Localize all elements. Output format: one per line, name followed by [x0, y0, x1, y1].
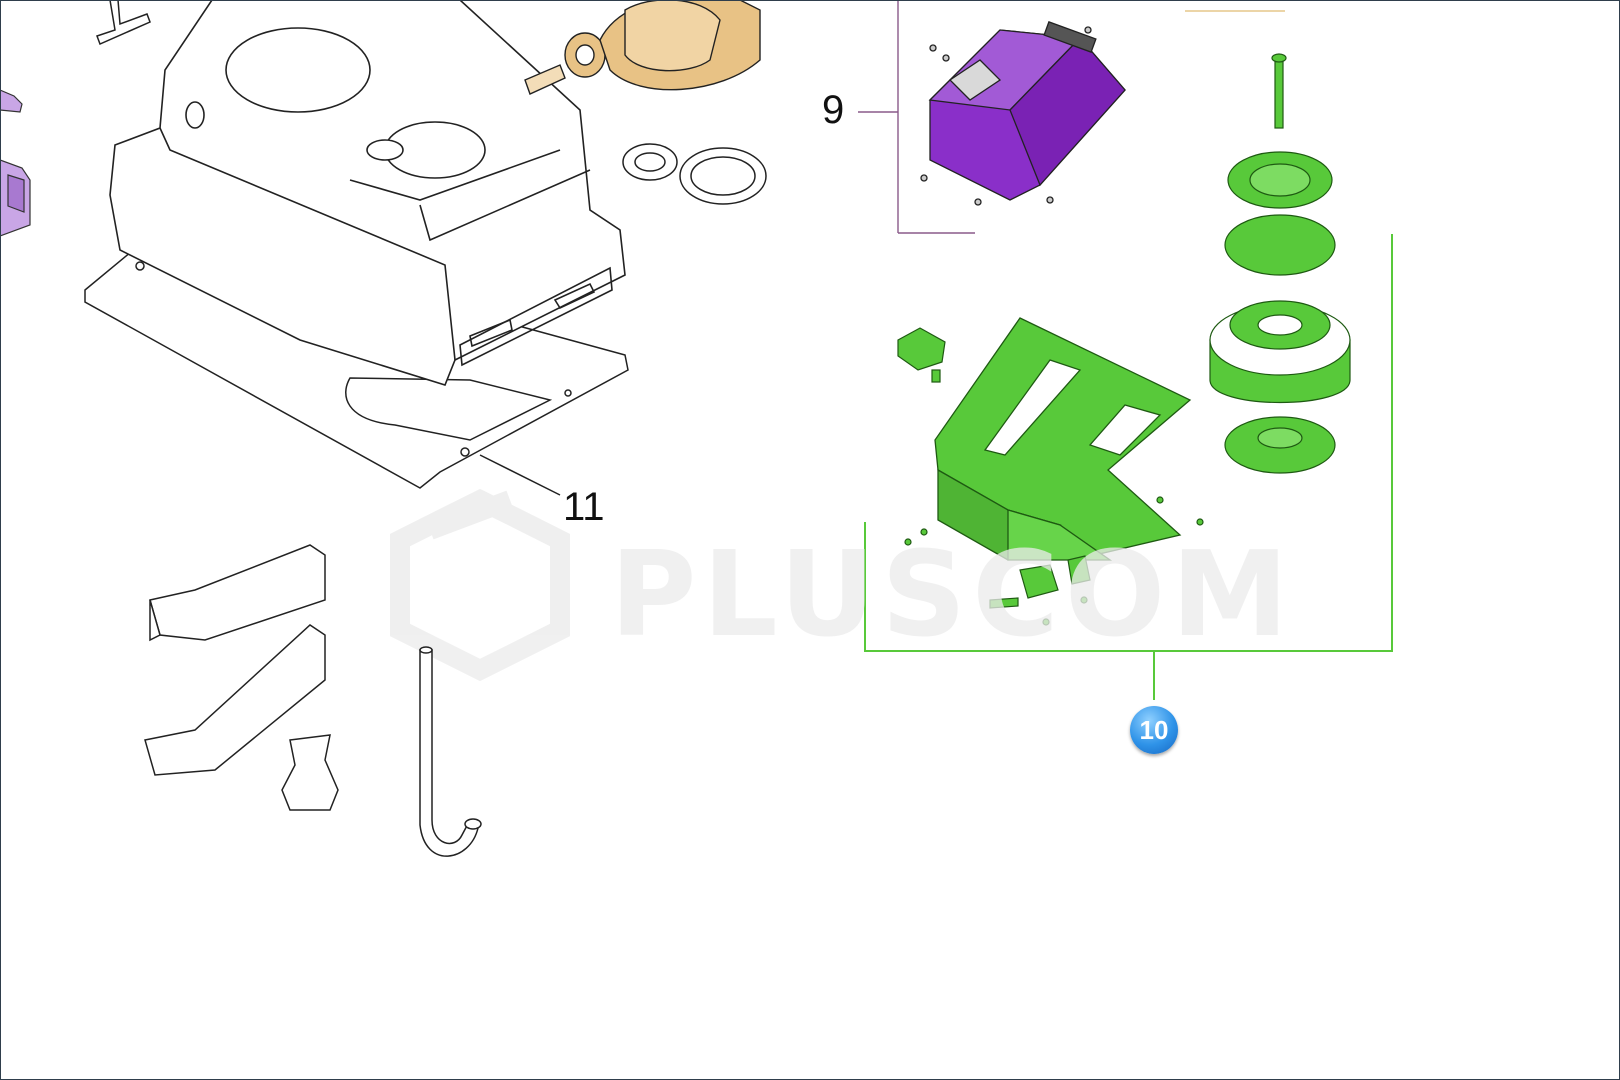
anti-vibration-stack-10: [1209, 53, 1351, 474]
oil-seals: [622, 143, 767, 205]
leader-line-11: [479, 454, 561, 496]
terminal-block-10: [904, 496, 1204, 626]
watermark-hex-logo: [390, 488, 570, 682]
purple-clip-left-edge: [0, 89, 31, 237]
motor-housing: [109, 0, 626, 386]
mounting-bracket-10: [934, 317, 1192, 561]
release-key-rod: [419, 646, 482, 857]
small-bracket-top-left: [96, 0, 151, 46]
bracket-clip-10: [897, 327, 946, 383]
callout-badge-10[interactable]: 10: [1130, 706, 1178, 754]
key-tag: [281, 734, 339, 811]
group-bracket-9: [858, 0, 975, 234]
drive-shaft-gear: [524, 0, 761, 95]
release-levers: [144, 544, 326, 776]
callout-label-9: 9: [822, 88, 845, 132]
control-board-9: [920, 21, 1126, 206]
group-bracket-10: [864, 234, 1393, 700]
callout-label-11: 11: [563, 485, 605, 529]
